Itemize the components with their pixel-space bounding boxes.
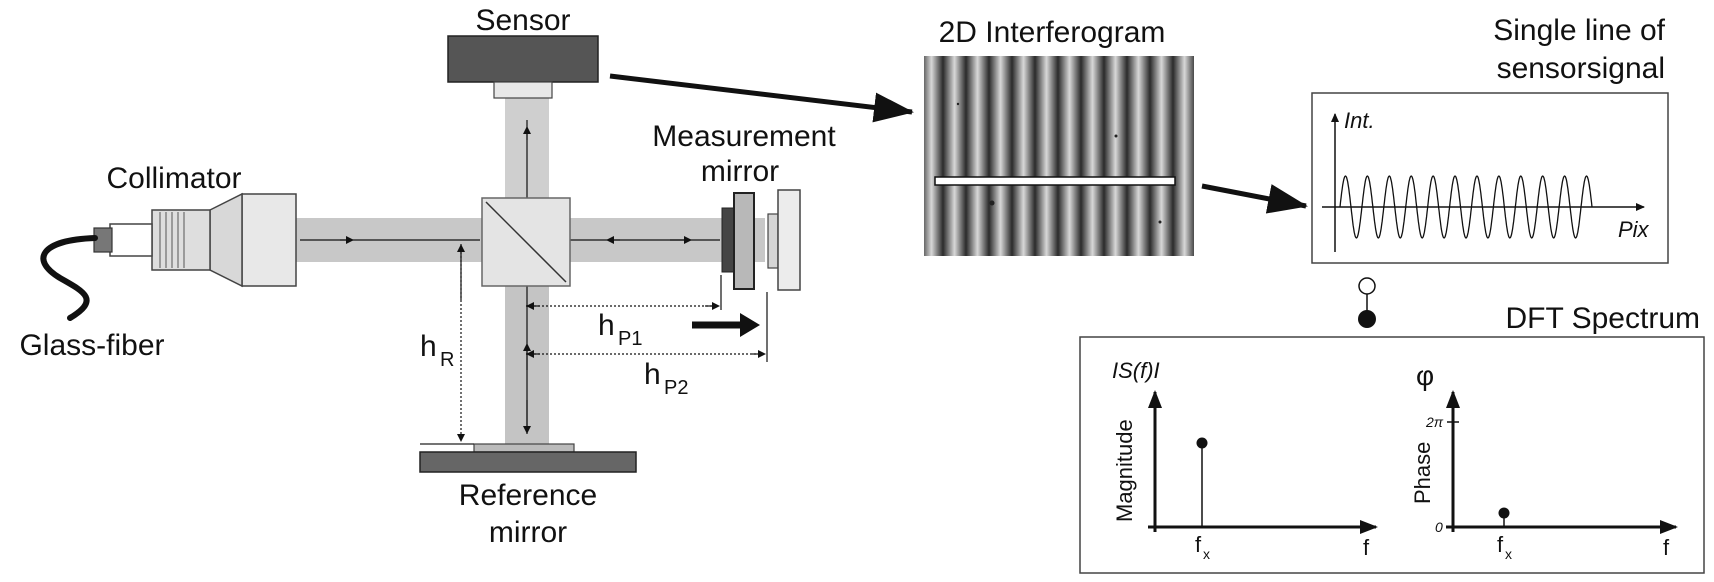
glass-fiber-label: Glass-fiber — [19, 329, 164, 362]
signal-panel: Single line of sensorsignal Int. Pix — [1311, 14, 1669, 264]
collimator-label: Collimator — [106, 162, 241, 195]
phase-top-label: φ — [1416, 360, 1434, 391]
magnitude-top-label: IS(f)I — [1112, 358, 1160, 383]
magnitude-x-label: f — [1363, 535, 1370, 560]
phase-tick-sub: x — [1505, 546, 1512, 562]
measurement-mirror — [721, 189, 801, 291]
phase-y-label: Phase — [1410, 442, 1435, 504]
reference-mirror-label-1: Reference — [459, 479, 597, 512]
hp1-subscript: P1 — [618, 328, 642, 350]
signal-y-label: Int. — [1344, 108, 1375, 133]
signal-x-label: Pix — [1618, 217, 1650, 242]
sensor-label: Sensor — [475, 4, 570, 37]
hp2-label: h — [644, 358, 661, 391]
reference-mirror — [419, 443, 637, 473]
glass-fiber — [40, 235, 98, 321]
collimator — [93, 192, 297, 288]
interferogram-title: 2D Interferogram — [939, 16, 1166, 49]
phase-plot: φ Phase 2π 0 f f x — [1410, 360, 1678, 562]
interferogram-to-signal-arrow — [1201, 183, 1308, 214]
interferogram-panel: 2D Interferogram — [924, 16, 1308, 256]
dft-frame — [1079, 336, 1705, 574]
magnitude-tick-label: f — [1195, 532, 1202, 557]
magnitude-y-label: Magnitude — [1112, 419, 1137, 522]
sensor-to-interferogram-arrow — [609, 73, 914, 123]
reference-mirror-label-2: mirror — [489, 516, 567, 549]
interferogram-specks — [956, 102, 1162, 224]
phase-y-tick-zero: 0 — [1435, 519, 1443, 535]
transform-symbol — [1358, 277, 1376, 328]
magnitude-tick-sub: x — [1203, 546, 1210, 562]
measurement-mirror-label-1: Measurement — [652, 120, 836, 153]
optical-setup: Sensor Collimator Glass-fiber — [19, 4, 914, 549]
dft-title: DFT Spectrum — [1506, 302, 1701, 335]
signal-waveform — [1339, 175, 1593, 239]
interferogram-image — [924, 56, 1194, 256]
magnitude-peak — [1196, 437, 1208, 449]
single-line-title-1: Single line of — [1493, 14, 1665, 47]
phase-point — [1498, 507, 1510, 519]
hp2-subscript: P2 — [664, 377, 688, 399]
beam-splitter — [481, 197, 571, 287]
dft-panel: DFT Spectrum IS(f)I Magnitude f f x φ Ph… — [1079, 302, 1705, 574]
measurement-mirror-label-2: mirror — [701, 155, 779, 188]
hr-label: h — [420, 330, 437, 363]
hp1-label: h — [598, 309, 615, 342]
magnitude-plot: IS(f)I Magnitude f f x — [1112, 358, 1378, 562]
selected-sensor-line — [934, 176, 1176, 186]
sensor — [447, 35, 599, 99]
single-line-title-2: sensorsignal — [1497, 52, 1665, 85]
phase-x-label: f — [1663, 535, 1670, 560]
phase-y-tick-top: 2π — [1425, 414, 1444, 430]
hr-subscript: R — [440, 349, 454, 371]
phase-tick-label: f — [1497, 532, 1504, 557]
